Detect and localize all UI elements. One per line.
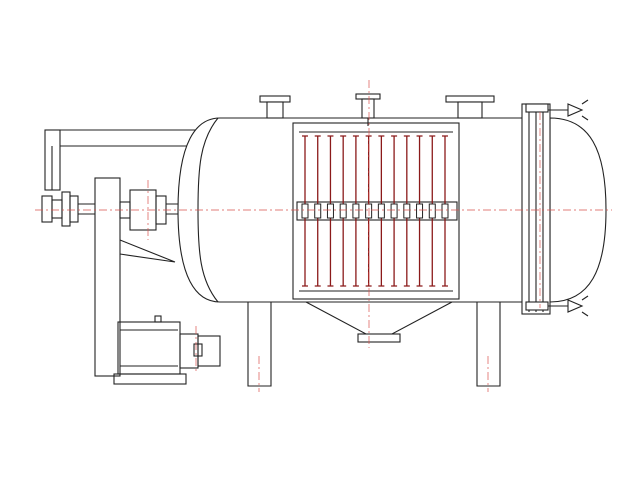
filter-leaf	[339, 135, 347, 287]
filter-leaf	[428, 135, 436, 287]
drive-frame	[44, 129, 205, 377]
discharge-flange	[357, 333, 401, 343]
top-nozzle-left	[259, 95, 291, 119]
filter-leaf	[377, 135, 385, 287]
filter-leaf	[326, 135, 334, 287]
filter-leaves	[301, 135, 449, 287]
filter-leaf	[352, 135, 360, 287]
discharge-cone	[305, 301, 453, 335]
filter-leaf	[314, 135, 322, 287]
filter-leaf	[365, 135, 373, 287]
filter-leaf	[416, 135, 424, 287]
top-nozzle-right	[445, 95, 495, 119]
filter-chamber	[292, 122, 460, 300]
centerlines	[35, 80, 612, 392]
filter-leaf	[301, 135, 309, 287]
filter-leaf	[441, 135, 449, 287]
top-nozzle-center	[355, 93, 381, 126]
electric-motor	[113, 315, 221, 385]
filter-leaf	[390, 135, 398, 287]
hinge-bracket-bottom	[525, 295, 589, 317]
hinge-bracket-top	[525, 99, 589, 121]
filter-leaf	[403, 135, 411, 287]
